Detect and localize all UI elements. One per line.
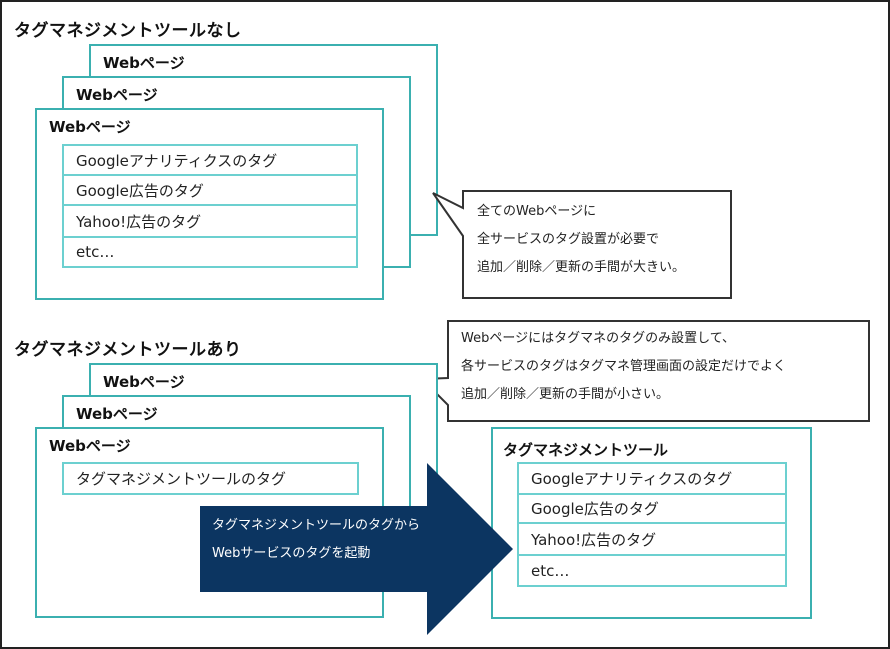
tag-row: Googleアナリティクスのタグ: [64, 146, 356, 176]
callout-shape: [432, 190, 732, 299]
webpage-label: Webページ: [49, 118, 131, 136]
webpage-label: Webページ: [49, 437, 131, 455]
arrow-label: タグマネジメントツールのタグから Webサービスのタグを起動: [212, 512, 420, 568]
tool-title: タグマネジメントツール: [503, 441, 669, 459]
callout-line: 各サービスのタグはタグマネ管理画面の設定だけでよく: [461, 359, 787, 374]
callout-line: 追加／削除／更新の手間が大きい。: [477, 260, 686, 275]
callout-line: 全てのWebページに: [477, 204, 597, 219]
tag-list-tool: Googleアナリティクスのタグ Google広告のタグ Yahoo!広告のタグ…: [517, 462, 787, 587]
tag-manager-tag-box: タグマネジメントツールのタグ: [62, 462, 359, 495]
tag-row: Yahoo!広告のタグ: [64, 206, 356, 238]
callout-line: 追加／削除／更新の手間が小さい。: [461, 387, 670, 402]
webpage-label: Webページ: [76, 405, 158, 423]
section-title-with-tool: タグマネジメントツールあり: [14, 340, 242, 360]
tag-row: Yahoo!広告のタグ: [519, 524, 785, 556]
arrow-line: Webサービスのタグを起動: [212, 546, 371, 561]
tag-row: Google広告のタグ: [519, 495, 785, 524]
tag-row: Googleアナリティクスのタグ: [519, 464, 785, 495]
callout-line: Webページにはタグマネのタグのみ設置して、: [461, 331, 736, 346]
tag-row: etc…: [76, 243, 115, 261]
tag-row: タグマネジメントツールのタグ: [76, 470, 287, 488]
callout-line: 全サービスのタグ設置が必要で: [477, 232, 660, 247]
tag-row: Google広告のタグ: [64, 176, 356, 206]
webpage-label: Webページ: [103, 54, 185, 72]
section-title-without-tool: タグマネジメントツールなし: [14, 21, 242, 41]
webpage-label: Webページ: [103, 373, 185, 391]
arrow-shape: [200, 463, 513, 635]
callout-shape: [419, 320, 870, 422]
webpage-label: Webページ: [76, 86, 158, 104]
tag-row: etc…: [531, 561, 570, 580]
callout-text-without-tool: 全てのWebページに 全サービスのタグ設置が必要で 追加／削除／更新の手間が大き…: [477, 198, 685, 282]
tag-list-webpage: Googleアナリティクスのタグ Google広告のタグ Yahoo!広告のタグ…: [62, 144, 358, 268]
callout-text-with-tool: Webページにはタグマネのタグのみ設置して、 各サービスのタグはタグマネ管理画面…: [461, 325, 786, 409]
arrow-line: タグマネジメントツールのタグから: [212, 518, 421, 533]
